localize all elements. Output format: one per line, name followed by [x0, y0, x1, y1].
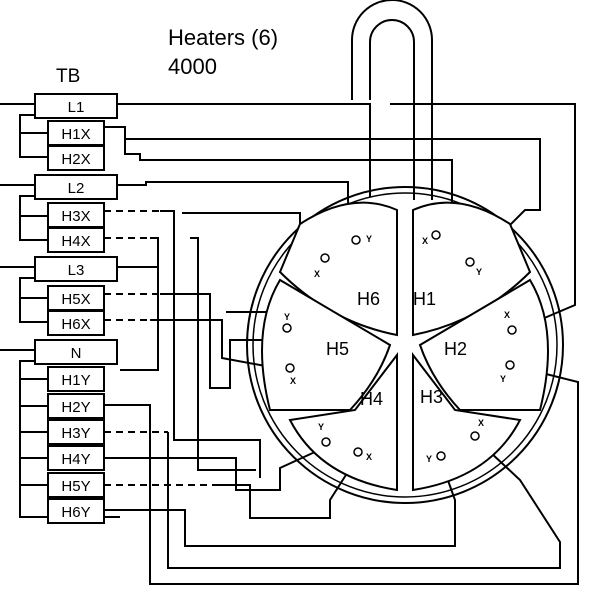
- terminal-label-h5x: H5X: [61, 291, 90, 308]
- terminal-label-l3: L3: [68, 262, 85, 279]
- pin-label-h5-x: X: [290, 376, 296, 386]
- outer-ring: [246, 186, 564, 504]
- terminal-box-h4y: [47, 445, 105, 471]
- pin-label-h1-x: X: [422, 236, 428, 246]
- pin-label-h5-y: Y: [284, 312, 290, 322]
- terminal-box-l1: [34, 93, 118, 119]
- terminal-label-n: N: [71, 345, 82, 362]
- terminal-label-h6x: H6X: [61, 316, 90, 333]
- terminal-label-h3x: H3X: [61, 208, 90, 225]
- terminal-label-h4y: H4Y: [61, 451, 90, 468]
- diagram-title: Heaters (6): [168, 25, 278, 50]
- inner-ring: [252, 192, 558, 498]
- heater-element-h6: [278, 201, 398, 337]
- terminal-block: L1 H1X H2X L2 H3X H4X L3 H5X H6X N H1Y H…: [34, 93, 118, 524]
- terminal-label-h3y: H3Y: [61, 425, 90, 442]
- pin-h3-y: [436, 451, 446, 461]
- pin-h1-x: [431, 230, 441, 240]
- terminal-block-label: TB: [56, 66, 80, 87]
- heater-ring: H6 H1 H2 H3 H4 H5 X Y X Y X Y X Y X: [246, 186, 564, 504]
- terminal-label-h1y: H1Y: [61, 372, 90, 389]
- diagram-subtitle: 4000: [168, 54, 217, 79]
- terminal-box-h2x: [47, 145, 105, 171]
- terminal-label-h2y: H2Y: [61, 399, 90, 416]
- terminal-box-h5x: [47, 285, 105, 311]
- pin-h2-y: [505, 360, 515, 370]
- pin-h5-x: [285, 363, 295, 373]
- pin-h4-x: [353, 447, 363, 457]
- pin-label-h6-y: Y: [366, 234, 372, 244]
- top-loop: [351, 0, 433, 200]
- heater-element-h5: [261, 278, 392, 411]
- terminal-label-h4x: H4X: [61, 233, 90, 250]
- terminal-bracket-wires: [0, 103, 48, 518]
- pin-label-h2-x: X: [504, 310, 510, 320]
- terminal-label-h5y: H5Y: [61, 478, 90, 495]
- heater-label-h2: H2: [444, 339, 467, 359]
- pin-h2-x: [507, 325, 517, 335]
- terminal-label-h6y: H6Y: [61, 504, 90, 521]
- terminal-box-h6x: [47, 310, 105, 336]
- terminal-label-l2: L2: [68, 180, 85, 197]
- terminal-label-h2x: H2X: [61, 151, 90, 168]
- pin-h1-y: [465, 257, 475, 267]
- terminal-box-h4x: [47, 227, 105, 253]
- pin-h6-x: [320, 253, 330, 263]
- heater-label-h4: H4: [360, 389, 383, 409]
- terminal-box-h5y: [47, 472, 105, 498]
- heater-element-h4: [288, 352, 398, 492]
- pin-label-h1-y: Y: [476, 267, 482, 277]
- heater-element-h2: [418, 278, 549, 411]
- pin-label-h2-y: Y: [500, 374, 506, 384]
- pin-label-h4-y: Y: [318, 422, 324, 432]
- terminal-box-h1x: [47, 120, 105, 146]
- terminal-label-h1x: H1X: [61, 126, 90, 143]
- pin-label-h4-x: X: [366, 452, 372, 462]
- terminal-box-h3y: [47, 419, 105, 445]
- heater-label-h6: H6: [357, 289, 380, 309]
- heater-label-h3: H3: [420, 387, 443, 407]
- pin-h5-y: [282, 323, 292, 333]
- heater-label-h1: H1: [413, 289, 436, 309]
- pin-h3-x: [470, 431, 480, 441]
- terminal-box-n: [34, 339, 118, 365]
- pin-label-h6-x: X: [314, 269, 320, 279]
- heater-element-h1: [412, 201, 532, 337]
- terminal-box-h6y: [47, 498, 105, 524]
- terminal-box-l2: [34, 174, 118, 200]
- terminal-box-h1y: [47, 366, 105, 392]
- pin-label-h3-y: Y: [426, 454, 432, 464]
- terminal-box-l3: [34, 256, 118, 282]
- terminal-label-l1: L1: [68, 99, 85, 116]
- heater-label-h5: H5: [326, 339, 349, 359]
- terminal-box-h3x: [47, 202, 105, 228]
- terminal-box-h2y: [47, 393, 105, 419]
- pin-h4-y: [321, 437, 331, 447]
- pin-label-h3-x: X: [478, 418, 484, 428]
- pin-h6-y: [351, 235, 361, 245]
